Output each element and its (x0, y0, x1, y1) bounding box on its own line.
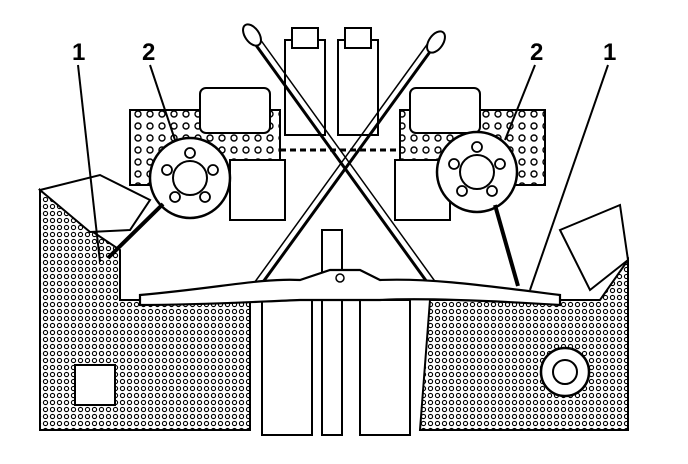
camshaft-sprocket-left (148, 136, 232, 220)
callout-1-left: 1 (72, 39, 85, 66)
leader-lines (77, 64, 609, 291)
locking-tool-rods (242, 23, 448, 301)
center-column (261, 27, 411, 436)
camshaft-sprocket-right (435, 130, 519, 214)
camshaft-housing-left (199, 87, 286, 221)
callout-2-left: 2 (142, 39, 155, 66)
callout-2-right: 2 (530, 39, 543, 66)
camshaft-locking-plate (138, 268, 562, 307)
lower-right-plug (539, 346, 591, 398)
lower-left-port (74, 364, 116, 406)
cylinder-head-right (418, 203, 630, 431)
callout-1-right: 1 (603, 39, 616, 66)
